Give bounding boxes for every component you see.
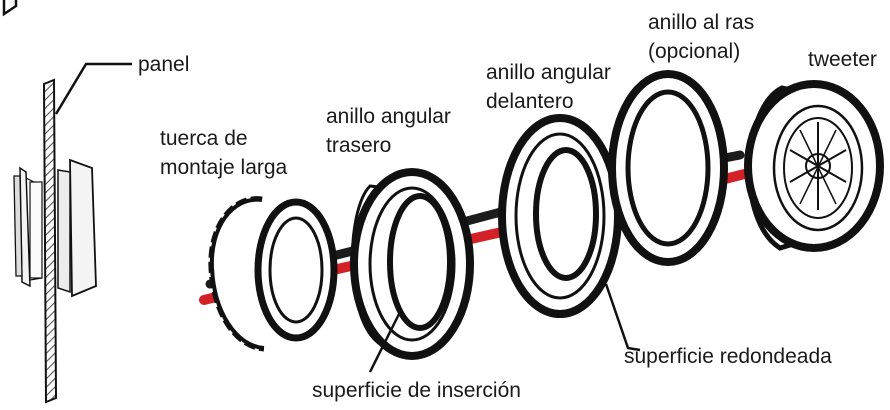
panel-label: panel (138, 53, 190, 76)
rear-nut-label-line1: tuerca de (160, 127, 248, 150)
rear-angle-ring (350, 168, 474, 360)
tweeter-unit (744, 80, 884, 252)
front-angle-ring (498, 114, 622, 318)
front-ring-label-line2: delantero (486, 90, 574, 113)
flush-ring-label-line2: (opcional) (648, 40, 741, 63)
insertion-surface-leader-line (368, 311, 402, 373)
rear-nut-label-line2: montaje larga (160, 156, 288, 179)
rounded-surface-leader-line (604, 283, 641, 352)
panel-side-view (13, 78, 97, 404)
long-mounting-nut (208, 196, 338, 352)
flush-ring (608, 70, 728, 266)
rear-ring-label-line2: trasero (326, 134, 392, 157)
rounded-surface-label: superficie redondeada (624, 345, 832, 368)
tweeter-label: tweeter (808, 48, 877, 71)
corner-fragment (2, 0, 18, 17)
insertion-surface-label: superficie de inserción (312, 379, 521, 402)
front-ring-label-line1: anillo angular (486, 61, 611, 84)
flush-ring-label-line1: anillo al ras (648, 11, 755, 34)
rear-ring-label-line1: anillo angular (326, 105, 451, 128)
panel-leader-line (54, 62, 132, 115)
